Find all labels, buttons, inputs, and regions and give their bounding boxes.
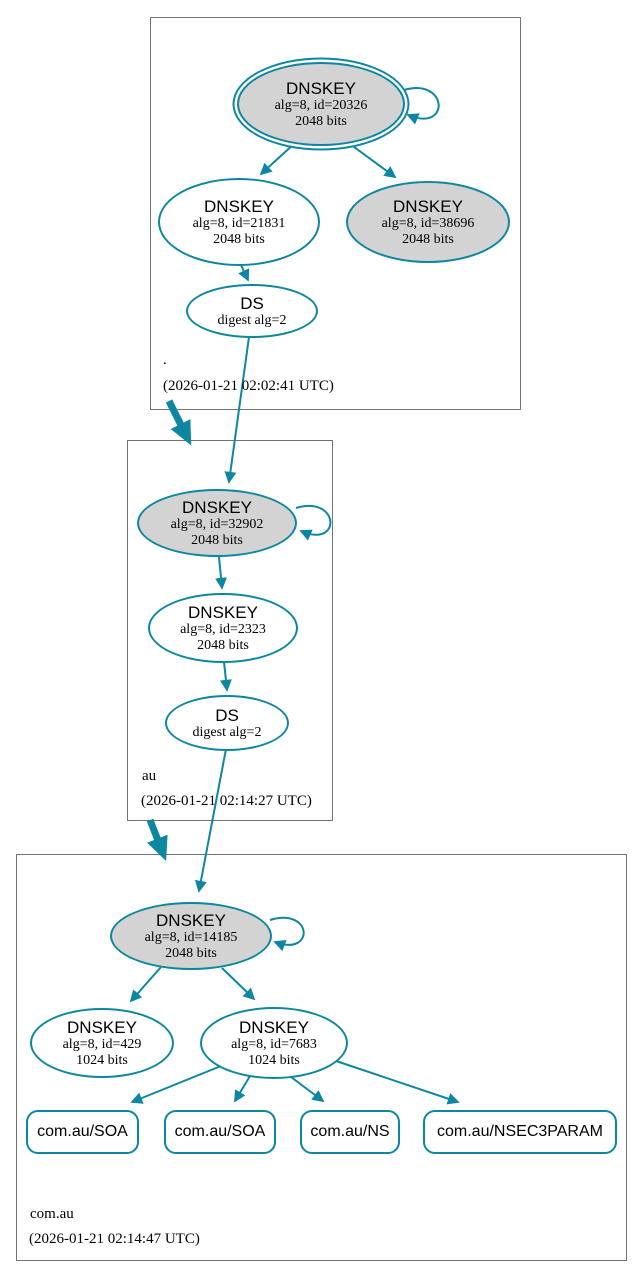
rrset-label: com.au/NS xyxy=(310,1123,390,1140)
node-detail-bits: 2048 bits xyxy=(213,231,265,247)
node-title: DNSKEY xyxy=(188,602,258,622)
edge-root-ksk-to-dnskey-21831 xyxy=(259,142,296,176)
edge-com-au-ksk-selfloop xyxy=(269,916,305,952)
node-title: DNSKEY xyxy=(67,1017,137,1037)
node-detail-bits: 2048 bits xyxy=(191,532,243,548)
rrset-label: com.au/SOA xyxy=(174,1123,266,1140)
dnskey-node-32902[interactable]: DNSKEY alg=8, id=32902 2048 bits xyxy=(137,489,297,557)
rrset-com-au-ns[interactable]: com.au/NS xyxy=(300,1110,400,1154)
node-title: DNSKEY xyxy=(393,196,463,216)
rrset-com-au-soa-2[interactable]: com.au/SOA xyxy=(164,1110,276,1154)
edge-root-ksk-selfloop xyxy=(403,87,440,125)
edge-au-ds-to-com-au-ksk xyxy=(195,748,227,893)
node-title: DNSKEY xyxy=(204,196,274,216)
zone-timestamp-com-au: (2026-01-21 02:14:47 UTC) xyxy=(29,1231,200,1247)
node-detail-alg-id: alg=8, id=21831 xyxy=(192,215,286,231)
node-detail-alg-id: alg=8, id=429 xyxy=(62,1036,142,1052)
edge-dnskey-7683-to-soa-2 xyxy=(234,1075,251,1103)
edge-com-au-ksk-to-dnskey-429 xyxy=(129,966,162,1003)
node-detail-alg-id: alg=8, id=14185 xyxy=(144,929,238,945)
node-detail-bits: 2048 bits xyxy=(402,231,454,247)
rrset-label: com.au/SOA xyxy=(37,1123,128,1140)
edge-root-ds-to-au-ksk xyxy=(224,336,250,484)
edge-au-to-com-au-delegation xyxy=(146,818,168,862)
edge-dnskey-7683-to-ns xyxy=(290,1076,325,1103)
node-title: DNSKEY xyxy=(286,78,356,98)
edge-dnskey-21831-to-ds xyxy=(238,264,250,282)
edge-dnskey-7683-to-soa-1 xyxy=(130,1065,222,1104)
zone-timestamp-au: (2026-01-21 02:14:27 UTC) xyxy=(141,793,312,809)
zone-label-com-au: com.au xyxy=(30,1206,74,1222)
node-detail-bits: 2048 bits xyxy=(197,637,249,653)
dnskey-node-2323[interactable]: DNSKEY alg=8, id=2323 2048 bits xyxy=(148,593,298,663)
node-detail-digest: digest alg=2 xyxy=(217,312,287,328)
node-detail-bits: 1024 bits xyxy=(248,1052,300,1068)
edge-dnskey-2323-to-ds xyxy=(219,661,232,692)
ds-node-au[interactable]: DS digest alg=2 xyxy=(165,695,289,751)
node-title: DS xyxy=(215,705,239,725)
edge-com-au-ksk-to-dnskey-7683 xyxy=(221,967,256,1001)
edge-au-ksk-to-dnskey-2323 xyxy=(215,556,227,590)
rrset-label: com.au/NSEC3PARAM xyxy=(437,1123,603,1140)
node-detail-alg-id: alg=8, id=20326 xyxy=(274,97,368,113)
node-detail-alg-id: alg=8, id=38696 xyxy=(381,215,475,231)
node-detail-bits: 1024 bits xyxy=(76,1052,128,1068)
node-detail-alg-id: alg=8, id=32902 xyxy=(170,516,264,532)
dnskey-node-38696[interactable]: DNSKEY alg=8, id=38696 2048 bits xyxy=(346,181,510,263)
edge-root-to-au-delegation xyxy=(165,399,192,446)
node-title: DNSKEY xyxy=(239,1017,309,1037)
dnskey-node-7683[interactable]: DNSKEY alg=8, id=7683 1024 bits xyxy=(200,1007,348,1079)
node-title: DS xyxy=(240,293,264,313)
edge-au-ksk-selfloop xyxy=(295,505,332,541)
edge-root-ksk-to-dnskey-38696 xyxy=(349,143,397,179)
zone-timestamp-root: (2026-01-21 02:02:41 UTC) xyxy=(163,378,334,394)
ds-node-root[interactable]: DS digest alg=2 xyxy=(186,284,318,338)
node-title: DNSKEY xyxy=(182,497,252,517)
dnskey-node-429[interactable]: DNSKEY alg=8, id=429 1024 bits xyxy=(30,1008,174,1078)
node-detail-alg-id: alg=8, id=2323 xyxy=(180,621,266,637)
rrset-com-au-soa-1[interactable]: com.au/SOA xyxy=(26,1110,139,1154)
node-detail-bits: 2048 bits xyxy=(165,945,217,961)
dnskey-node-14185[interactable]: DNSKEY alg=8, id=14185 2048 bits xyxy=(110,902,272,970)
node-detail-bits: 2048 bits xyxy=(295,113,347,129)
dnskey-node-21831[interactable]: DNSKEY alg=8, id=21831 2048 bits xyxy=(158,178,320,266)
zone-label-au: au xyxy=(142,768,157,784)
edge-dnskey-7683-to-nsec3param xyxy=(335,1060,460,1105)
zone-label-root: . xyxy=(163,352,167,368)
node-title: DNSKEY xyxy=(156,910,226,930)
rrset-com-au-nsec3param[interactable]: com.au/NSEC3PARAM xyxy=(423,1110,617,1154)
node-detail-alg-id: alg=8, id=7683 xyxy=(231,1036,317,1052)
dnskey-node-20326[interactable]: DNSKEY alg=8, id=20326 2048 bits xyxy=(237,62,405,146)
node-detail-digest: digest alg=2 xyxy=(192,724,262,740)
